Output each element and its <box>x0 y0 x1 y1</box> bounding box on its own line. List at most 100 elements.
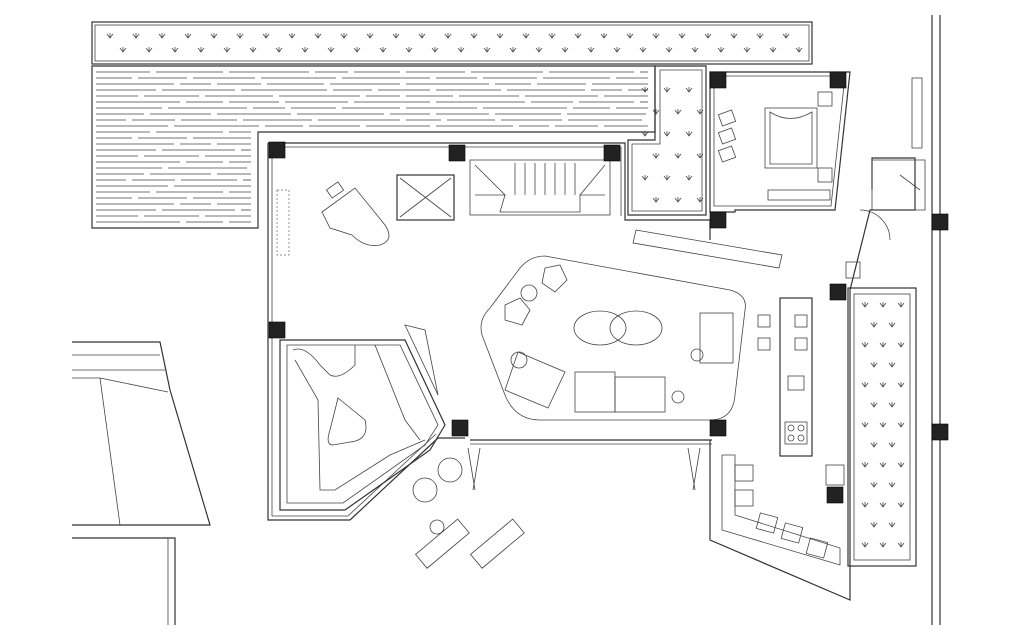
plant-icon <box>897 502 905 508</box>
lounge-rug <box>480 255 746 421</box>
grand-piano <box>321 181 390 246</box>
plant-icon <box>171 47 179 53</box>
plant-icon <box>379 47 387 53</box>
column <box>931 423 949 441</box>
site-boundary <box>931 15 941 625</box>
plant-icon <box>870 402 878 408</box>
plant-icon <box>663 175 671 181</box>
plant-icon <box>888 522 896 528</box>
plant-icon <box>795 47 803 53</box>
small-planter <box>627 65 707 216</box>
plant-icon <box>275 47 283 53</box>
plant-icon <box>897 302 905 308</box>
plant-icon <box>888 322 896 328</box>
plant-icon <box>223 47 231 53</box>
plant-icon <box>678 33 686 39</box>
plant-icon <box>870 362 878 368</box>
plant-icon <box>262 33 270 39</box>
plant-icon <box>665 47 673 53</box>
plant-icon <box>717 47 725 53</box>
plant-icon <box>861 342 869 348</box>
column <box>709 419 727 437</box>
column <box>268 321 286 339</box>
plant-icon <box>861 422 869 428</box>
plant-icon <box>639 47 647 53</box>
side-cabinet <box>276 189 290 256</box>
plant-icon <box>691 47 699 53</box>
plant-icon <box>496 33 504 39</box>
plant-icon <box>132 33 140 39</box>
plant-icon <box>457 47 465 53</box>
column <box>826 486 844 504</box>
plant-icon <box>888 362 896 368</box>
plant-icon <box>870 322 878 328</box>
plant-icon <box>641 131 649 137</box>
plant-icon <box>879 422 887 428</box>
outdoor-furniture <box>412 447 701 569</box>
plant-icon <box>184 33 192 39</box>
plant-icon <box>106 33 114 39</box>
plant-icon <box>119 47 127 53</box>
plant-icon <box>392 33 400 39</box>
plant-icon <box>888 482 896 488</box>
plant-icon <box>158 33 166 39</box>
plant-icon <box>861 462 869 468</box>
column <box>931 213 949 231</box>
plant-icon <box>870 482 878 488</box>
top-planter <box>91 21 813 65</box>
plant-icon <box>641 87 649 93</box>
plant-icon <box>879 342 887 348</box>
right-planter <box>847 287 917 567</box>
plant-icon <box>879 382 887 388</box>
plant-icon <box>600 33 608 39</box>
plant-icon <box>674 153 682 159</box>
plant-icon <box>870 442 878 448</box>
plant-icon <box>897 422 905 428</box>
plant-icon <box>626 33 634 39</box>
plant-icon <box>548 33 556 39</box>
plant-icon <box>704 33 712 39</box>
plant-icon <box>861 302 869 308</box>
plant-icon <box>249 47 257 53</box>
plant-icon <box>674 109 682 115</box>
plant-icon <box>652 33 660 39</box>
column <box>709 71 727 89</box>
plant-icon <box>897 382 905 388</box>
plant-icon <box>897 542 905 548</box>
plant-icon <box>353 47 361 53</box>
column <box>448 144 466 162</box>
kitchen-island <box>757 297 845 486</box>
plant-icon <box>861 542 869 548</box>
column <box>709 211 727 229</box>
structural-columns <box>268 71 949 504</box>
plant-icon <box>210 33 218 39</box>
plant-icon <box>663 131 671 137</box>
plant-icon <box>769 47 777 53</box>
plant-icon <box>145 47 153 53</box>
plant-icon <box>236 33 244 39</box>
plant-icon <box>696 153 704 159</box>
plant-icon <box>418 33 426 39</box>
plant-icon <box>522 33 530 39</box>
column <box>829 71 847 89</box>
plant-icon <box>888 442 896 448</box>
plant-icon <box>444 33 452 39</box>
plant-icon <box>366 33 374 39</box>
plant-icon <box>340 33 348 39</box>
plant-icon <box>782 33 790 39</box>
plant-icon <box>879 462 887 468</box>
plant-icon <box>743 47 751 53</box>
plant-icon <box>888 402 896 408</box>
plant-icon <box>405 47 413 53</box>
plant-icon <box>870 522 878 528</box>
plant-icon <box>561 47 569 53</box>
plant-icon <box>470 33 478 39</box>
wood-deck <box>91 65 656 229</box>
plant-icon <box>197 47 205 53</box>
column <box>451 419 469 437</box>
plant-icon <box>652 153 660 159</box>
plant-icon <box>483 47 491 53</box>
plant-icon <box>756 33 764 39</box>
plant-icon <box>897 462 905 468</box>
